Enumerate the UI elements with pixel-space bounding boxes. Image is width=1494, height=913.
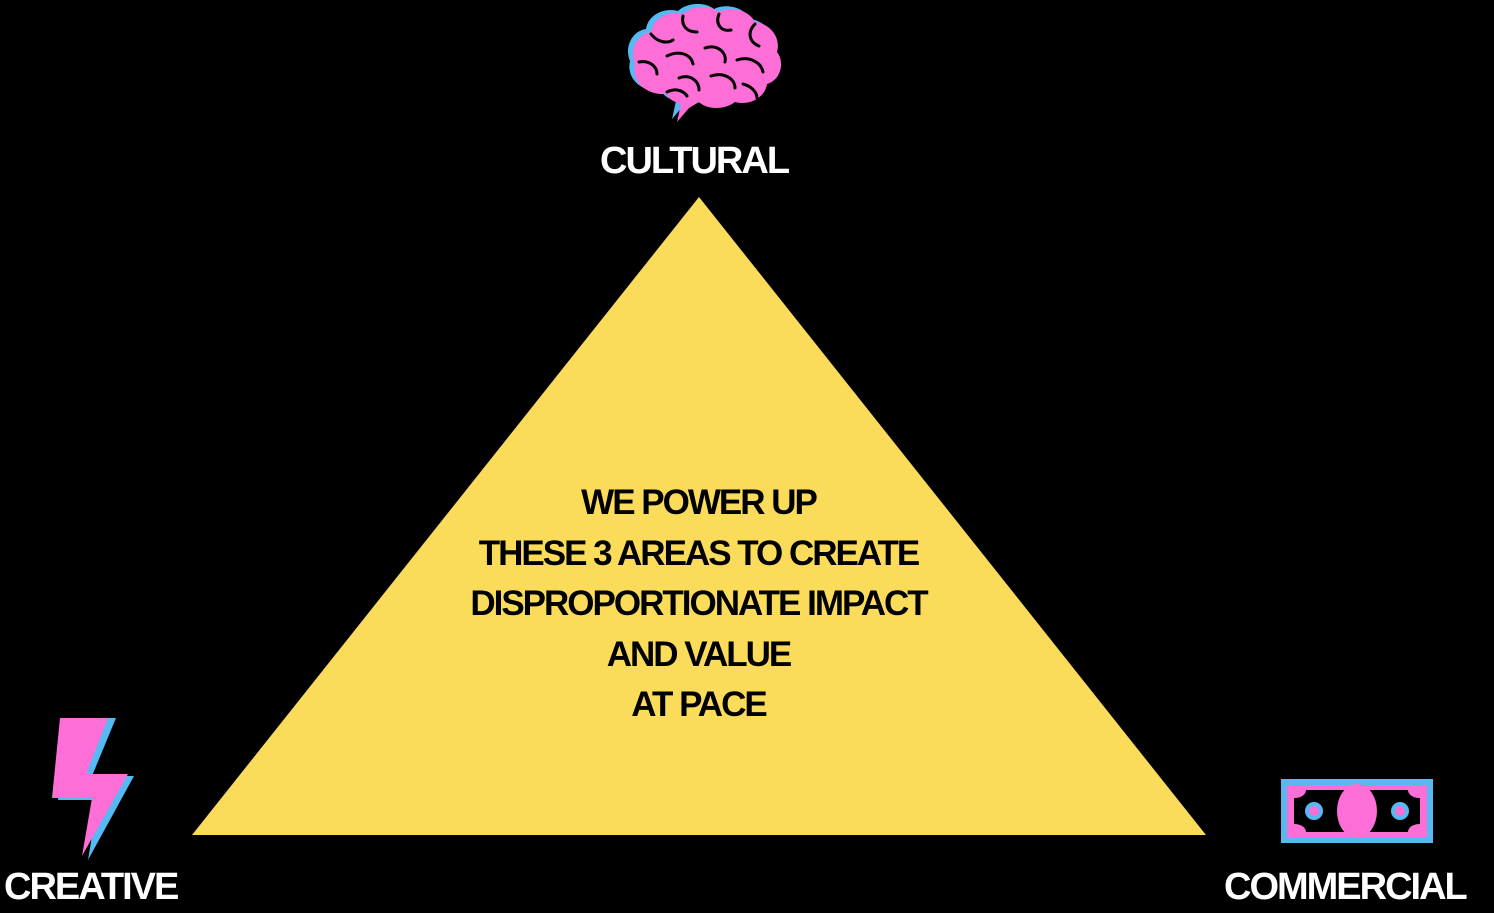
cultural-label: CULTURAL — [600, 140, 790, 182]
statement-line: THESE 3 AREAS TO CREATE — [478, 533, 921, 573]
commercial-label: COMMERCIAL — [1224, 866, 1468, 908]
brain-icon — [628, 4, 782, 123]
statement-line: AND VALUE — [606, 634, 793, 674]
statement-line: AT PACE — [631, 685, 767, 724]
lightning-bolt-icon — [52, 718, 134, 860]
pyramid-statement: WE POWER UP THESE 3 AREAS TO CREATE DISP… — [400, 478, 997, 731]
statement-line: WE POWER UP — [581, 483, 818, 522]
creative-label: CREATIVE — [4, 866, 179, 908]
cash-icon — [1281, 779, 1433, 843]
statement-line: DISPROPORTIONATE IMPACT — [470, 584, 928, 623]
